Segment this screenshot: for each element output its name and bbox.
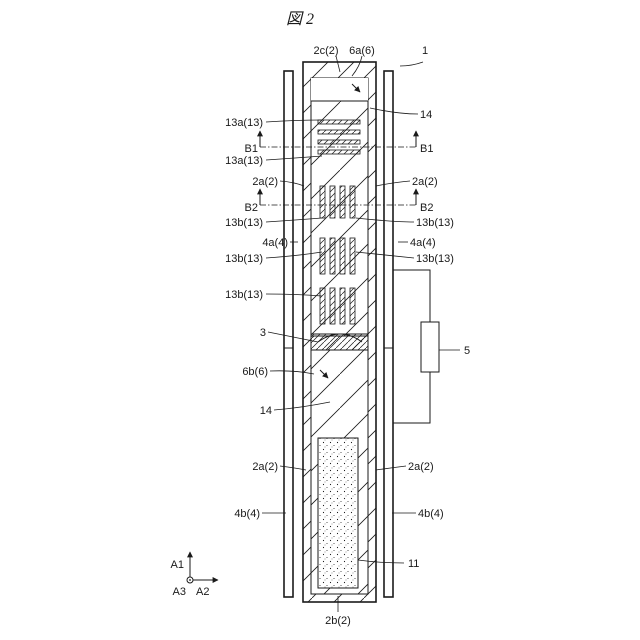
- axis-a2-label: A2: [196, 586, 209, 598]
- label-2a-left-2: 2a(2): [252, 461, 278, 473]
- label-13b-left-1: 13b(13): [225, 217, 263, 229]
- label-5: 5: [464, 345, 470, 357]
- label-14-top: 14: [420, 109, 432, 121]
- label-13a-lower: 13a(13): [225, 155, 263, 167]
- label-13b-right-1: 13b(13): [416, 217, 454, 229]
- axis-a3-label: A3: [173, 586, 186, 598]
- label-2a-right-1: 2a(2): [412, 176, 438, 188]
- label-4b-left: 4b(4): [234, 508, 260, 520]
- label-2c: 2c(2): [313, 45, 338, 57]
- label-4b-right: 4b(4): [418, 508, 444, 520]
- label-2a-right-2: 2a(2): [408, 461, 434, 473]
- label-13b-left-3: 13b(13): [225, 289, 263, 301]
- component-11: [318, 438, 358, 588]
- label-b1-right: B1: [420, 143, 433, 155]
- label-3: 3: [260, 327, 266, 339]
- label-1: 1: [422, 45, 428, 57]
- label-b1-left: B1: [245, 143, 258, 155]
- label-14-mid: 14: [260, 405, 272, 417]
- label-13a-upper: 13a(13): [225, 117, 263, 129]
- label-13b-left-2: 13b(13): [225, 253, 263, 265]
- axis-indicator: A1 A3 A2: [171, 552, 218, 598]
- label-4a-left: 4a(4): [262, 237, 288, 249]
- separator-3: [311, 334, 368, 350]
- label-6a: 6a(6): [349, 45, 375, 57]
- axis-a1-label: A1: [171, 559, 184, 571]
- label-4a-right: 4a(4): [410, 237, 436, 249]
- label-11: 11: [408, 558, 419, 570]
- label-2a-left-1: 2a(2): [252, 176, 278, 188]
- label-2b: 2b(2): [325, 615, 351, 627]
- label-b2-left: B2: [245, 202, 258, 214]
- power-supply-5: [393, 270, 439, 423]
- label-6b: 6b(6): [242, 366, 268, 378]
- label-b2-right: B2: [420, 202, 433, 214]
- figure-title: 図 2: [286, 11, 314, 28]
- label-13b-right-2: 13b(13): [416, 253, 454, 265]
